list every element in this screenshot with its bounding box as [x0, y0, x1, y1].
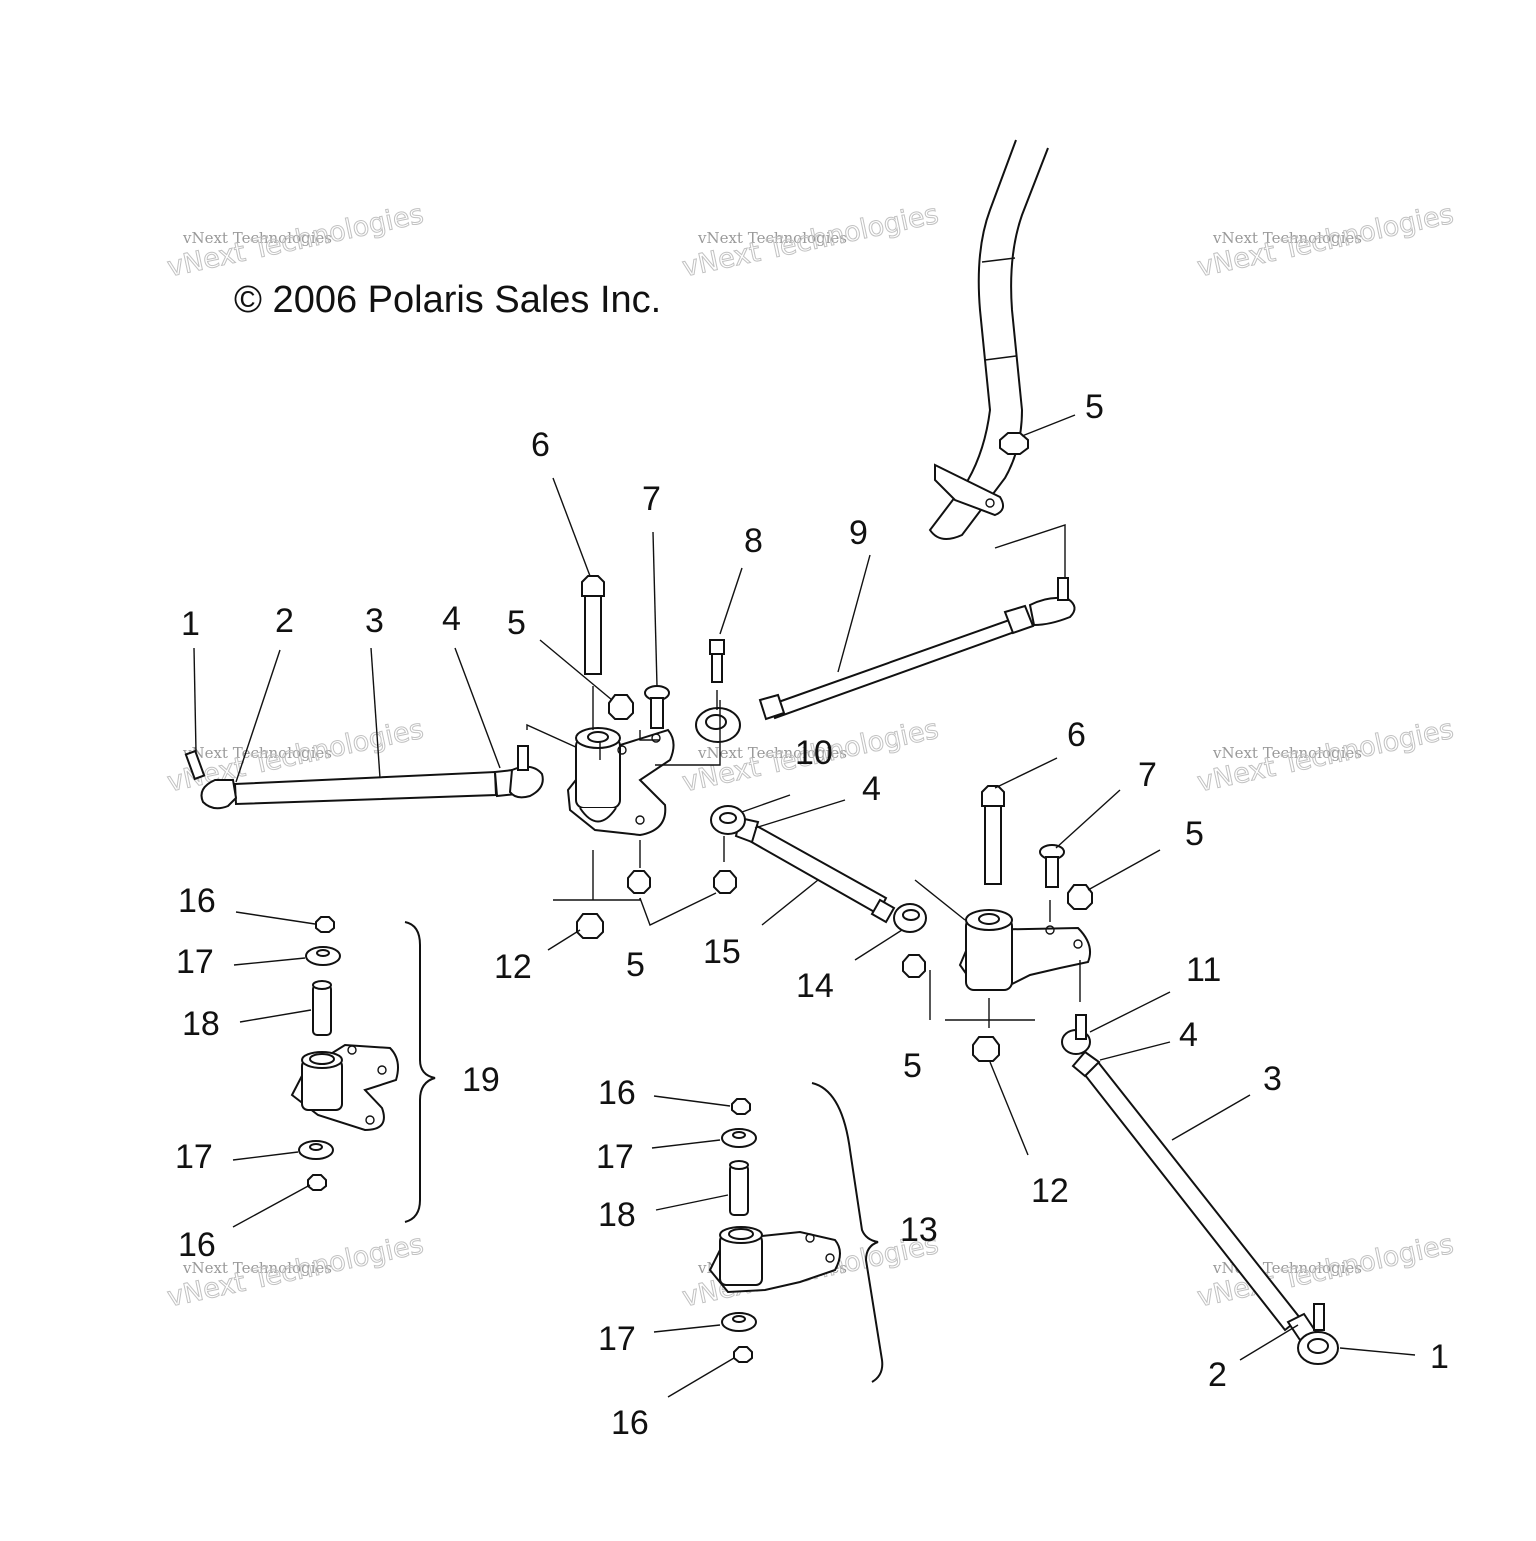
bolt-7-left: [644, 531, 670, 729]
assembly-line: [553, 898, 641, 901]
callout-17: 17: [175, 1138, 213, 1176]
nut-5-lower-right: [902, 954, 1035, 1021]
assembly-line: [655, 700, 721, 766]
nut-12-right: [972, 1036, 1029, 1156]
callout-18: 18: [598, 1196, 636, 1234]
callout-12: 12: [1031, 1172, 1069, 1210]
assembly-line: [994, 524, 1066, 578]
callout-16: 16: [178, 882, 216, 920]
callout-6: 6: [1067, 716, 1086, 754]
callout-7: 7: [642, 480, 661, 518]
bolt-7-right: [1039, 789, 1121, 888]
assembly-13: [651, 1082, 884, 1398]
tie-rod-15: [710, 794, 927, 961]
callout-1: 1: [181, 605, 200, 643]
nut-5-lower-left: [627, 870, 737, 926]
tie-rod-3-left: [184, 647, 544, 810]
nut-5-right: [1067, 849, 1161, 910]
callout-6: 6: [531, 426, 550, 464]
tie-rod-9: [695, 554, 1076, 743]
nut-12-left: [547, 913, 604, 951]
nut-5-left: [539, 639, 634, 720]
svg-text:vNext Technologies: vNext Technologies: [697, 744, 847, 762]
svg-text:vNext Technologies: vNext Technologies: [1212, 744, 1362, 762]
steering-arm-right: [958, 909, 1091, 991]
svg-text:vNext Technologies: vNext Technologies: [1212, 229, 1362, 247]
steering-column: [928, 139, 1049, 540]
callout-13: 13: [900, 1211, 938, 1249]
callout-3: 3: [1263, 1060, 1282, 1098]
callout-4: 4: [1179, 1016, 1198, 1054]
callout-5: 5: [903, 1047, 922, 1085]
callout-labels: 1 2 3 4 5 6 7 8 9 10 5 4 6 7 5 12 5 15 1…: [175, 388, 1449, 1442]
callout-12: 12: [494, 948, 532, 986]
callout-1: 1: [1430, 1338, 1449, 1376]
svg-text:vNext Technologies: vNext Technologies: [182, 229, 332, 247]
callout-5: 5: [626, 946, 645, 984]
assembly-line: [639, 730, 660, 741]
tie-rod-3-right: [1061, 991, 1416, 1365]
callout-15: 15: [703, 933, 741, 971]
watermark: vNext Technologies vNext Technologies: [164, 198, 427, 284]
callout-7: 7: [1138, 756, 1157, 794]
callout-19: 19: [462, 1061, 500, 1099]
callout-5: 5: [507, 604, 526, 642]
callout-16: 16: [178, 1226, 216, 1264]
assembly-19: [232, 911, 436, 1228]
watermark: vNext Technologies vNext Technologies: [1194, 198, 1457, 284]
callout-16: 16: [598, 1074, 636, 1112]
steering-arm-left: [566, 727, 675, 837]
callout-5: 5: [1085, 388, 1104, 426]
callout-17: 17: [598, 1320, 636, 1358]
callout-5: 5: [1185, 815, 1204, 853]
watermark: vNext Technologies vNext Technologies: [1194, 713, 1457, 799]
callout-16: 16: [611, 1404, 649, 1442]
callout-10: 10: [795, 734, 833, 772]
svg-text:vNext Technologies: vNext Technologies: [182, 744, 332, 762]
svg-text:vNext Technologies: vNext Technologies: [182, 1259, 332, 1277]
callout-9: 9: [849, 514, 868, 552]
copyright-text: © 2006 Polaris Sales Inc.: [234, 279, 661, 321]
callout-17: 17: [176, 943, 214, 981]
callout-4: 4: [442, 600, 461, 638]
callout-2: 2: [275, 602, 294, 640]
bolt-6-left: [552, 477, 605, 730]
svg-text:vNext Technologies: vNext Technologies: [697, 229, 847, 247]
callout-17: 17: [596, 1138, 634, 1176]
assembly-line: [914, 879, 966, 921]
bolt-8: [709, 567, 743, 710]
callout-18: 18: [182, 1005, 220, 1043]
callout-3: 3: [365, 602, 384, 640]
callout-11: 11: [1186, 951, 1221, 989]
callout-2: 2: [1208, 1356, 1227, 1394]
callout-4: 4: [862, 770, 881, 808]
callout-14: 14: [796, 967, 834, 1005]
watermark: vNext Technologies vNext Technologies: [679, 198, 942, 284]
nut-5-top: [999, 414, 1076, 455]
bolt-6-right: [981, 757, 1058, 885]
callout-8: 8: [744, 522, 763, 560]
